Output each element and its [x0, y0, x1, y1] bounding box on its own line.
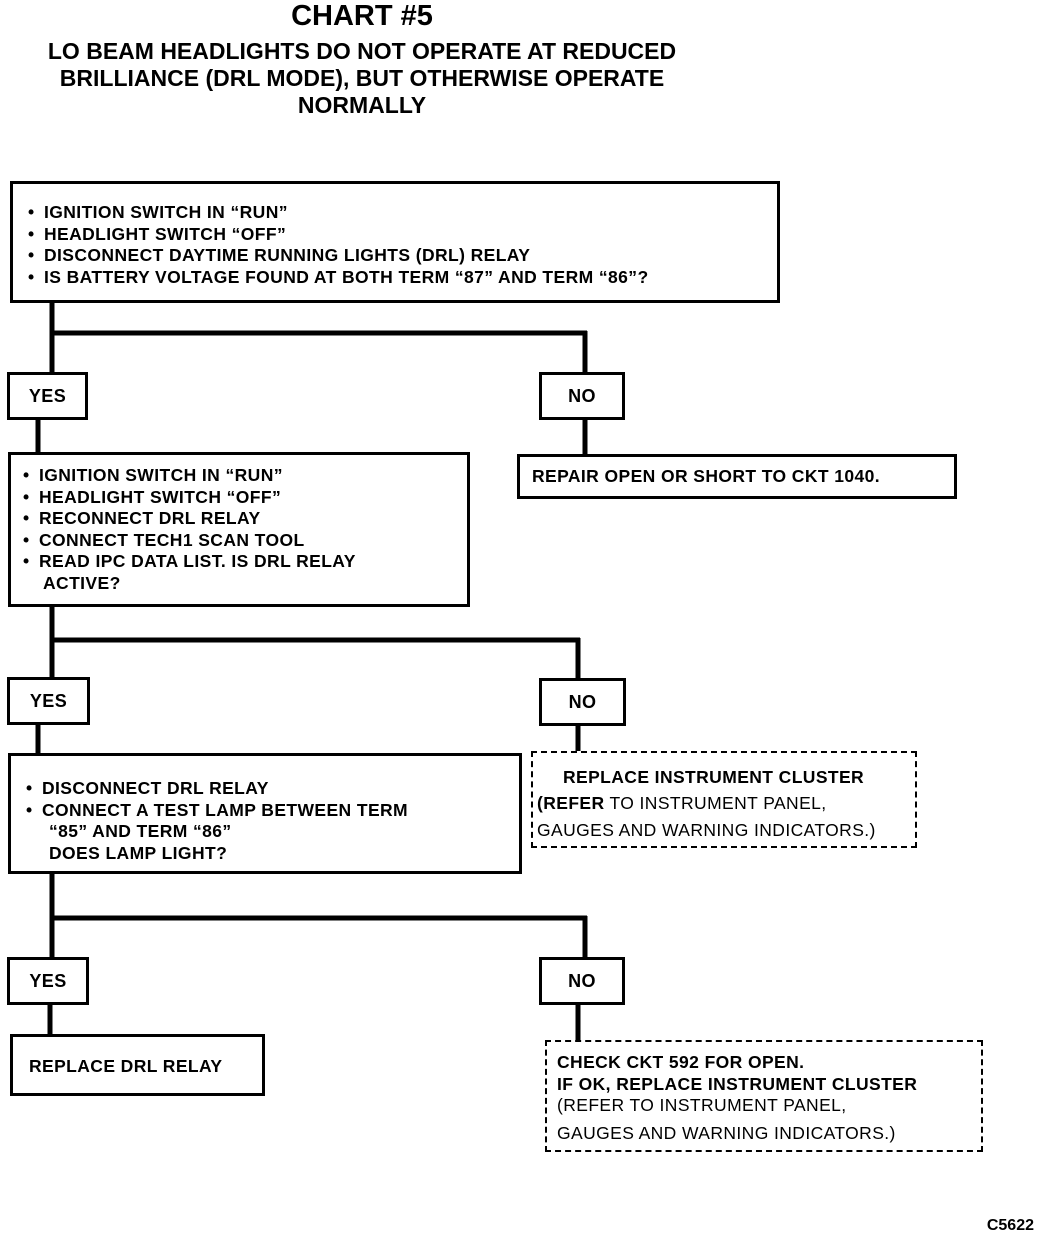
step2-item: READ IPC DATA LIST. IS DRL RELAY	[22, 551, 467, 573]
step3-no-result-line: IF OK, REPLACE INSTRUMENT CLUSTER	[557, 1073, 918, 1094]
step2-item: HEADLIGHT SWITCH “OFF”	[22, 487, 467, 509]
step3-item: DISCONNECT DRL RELAY	[25, 778, 519, 800]
step2-no-result: REPLACE INSTRUMENT CLUSTER (REFER TO INS…	[531, 751, 917, 848]
step1-yes-label: YES	[7, 372, 88, 420]
step2-no-result-line: REPLACE INSTRUMENT CLUSTER	[563, 767, 865, 787]
subtitle-line: BRILLIANCE (DRL MODE), BUT OTHERWISE OPE…	[59, 65, 665, 91]
step3-no-result-line: (REFER TO INSTRUMENT PANEL,	[557, 1095, 847, 1115]
step2-no-result-refer: (REFER	[537, 792, 605, 813]
step2-no-result-line: GAUGES AND WARNING INDICATORS.)	[537, 820, 876, 840]
step3-yes-result-text: REPLACE DRL RELAY	[29, 1056, 223, 1076]
step3-no-result-line: GAUGES AND WARNING INDICATORS.)	[557, 1122, 896, 1143]
step1-no-result: REPAIR OPEN OR SHORT TO CKT 1040.	[517, 454, 957, 499]
step2-item: CONNECT TECH1 SCAN TOOL	[22, 530, 467, 552]
step3-item-continuation: DOES LAMP LIGHT?	[49, 842, 228, 863]
subtitle-line: LO BEAM HEADLIGHTS DO NOT OPERATE AT RED…	[47, 38, 677, 64]
step2-item-continuation: ACTIVE?	[43, 572, 121, 593]
step2-no-result-line: (REFER TO INSTRUMENT PANEL,	[537, 793, 915, 815]
step3-no-label: NO	[539, 957, 625, 1005]
step3-yes-result: REPLACE DRL RELAY	[10, 1034, 265, 1096]
step1-no-label: NO	[539, 372, 625, 420]
chart-subtitle: LO BEAM HEADLIGHTS DO NOT OPERATE AT RED…	[0, 38, 724, 119]
chart-title: CHART #5	[291, 0, 433, 32]
step2-yes-label: YES	[7, 677, 90, 725]
step1-box: IGNITION SWITCH IN “RUN” HEADLIGHT SWITC…	[10, 181, 780, 303]
step3-no-result-line: CHECK CKT 592 FOR OPEN.	[557, 1052, 805, 1072]
step1-item: IS BATTERY VOLTAGE FOUND AT BOTH TERM “8…	[27, 267, 777, 289]
step3-yes-label: YES	[7, 957, 89, 1005]
step1-no-result-text: REPAIR OPEN OR SHORT TO CKT 1040.	[532, 466, 881, 486]
step3-item: CONNECT A TEST LAMP BETWEEN TERM	[25, 800, 519, 822]
step2-item: RECONNECT DRL RELAY	[22, 508, 467, 530]
step1-item: HEADLIGHT SWITCH “OFF”	[27, 224, 777, 246]
step3-no-result: CHECK CKT 592 FOR OPEN. IF OK, REPLACE I…	[545, 1040, 983, 1152]
step2-box: IGNITION SWITCH IN “RUN” HEADLIGHT SWITC…	[8, 452, 470, 607]
subtitle-line: NORMALLY	[297, 92, 427, 118]
step2-no-result-refer-text: TO INSTRUMENT PANEL,	[604, 792, 827, 813]
step1-item: IGNITION SWITCH IN “RUN”	[27, 202, 777, 224]
figure-code: C5622	[986, 1217, 1034, 1234]
step1-item: DISCONNECT DAYTIME RUNNING LIGHTS (DRL) …	[27, 245, 777, 267]
step2-no-label: NO	[539, 678, 626, 726]
step3-item-continuation: “85” AND TERM “86”	[49, 821, 232, 841]
step2-item: IGNITION SWITCH IN “RUN”	[22, 465, 467, 487]
step3-box: DISCONNECT DRL RELAY CONNECT A TEST LAMP…	[8, 753, 522, 874]
